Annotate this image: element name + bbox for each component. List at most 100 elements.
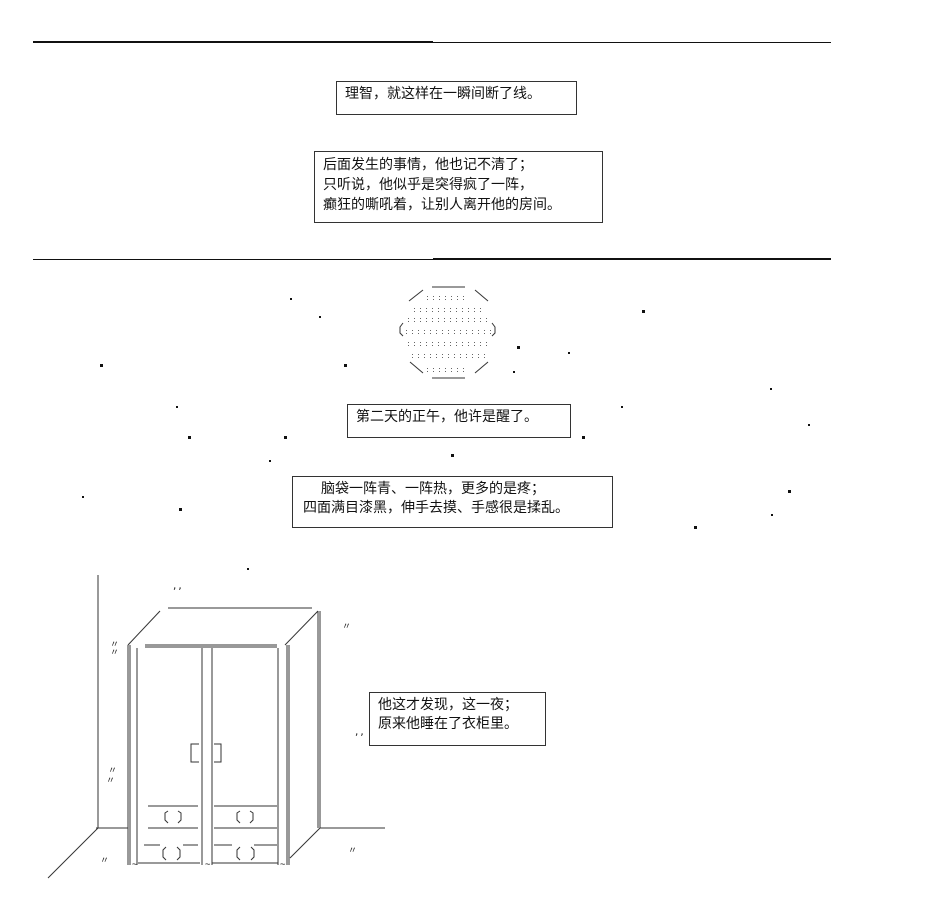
moon-dot (480, 318, 481, 319)
divider-mid-left (33, 259, 433, 260)
moon-dot (478, 357, 479, 358)
moon-dot (450, 311, 451, 312)
moon-dot (438, 345, 439, 346)
star (694, 526, 697, 529)
moon-dot (426, 318, 427, 319)
star (582, 436, 585, 439)
moon-dot (466, 333, 467, 334)
moon-dot (472, 357, 473, 358)
moon-dot (456, 342, 457, 343)
moon-dot (439, 371, 440, 372)
moon-dot (427, 371, 428, 372)
moon-dot (436, 330, 437, 331)
moon-dot (430, 333, 431, 334)
moon-dot (462, 308, 463, 309)
narration-line: 只听说，他似乎是突得疯了一阵， (323, 177, 533, 193)
moon-dot (438, 321, 439, 322)
moon-dot (463, 299, 464, 300)
moon-dot (474, 308, 475, 309)
moon-dot (450, 308, 451, 309)
moon-dot (486, 318, 487, 319)
moon-dot (466, 354, 467, 355)
moon-dot (450, 345, 451, 346)
star (176, 406, 178, 408)
moon-dot (433, 296, 434, 297)
moon-dot (444, 318, 445, 319)
ascii-mark: ~ (132, 860, 138, 870)
moon-dot (478, 333, 479, 334)
star (290, 298, 292, 300)
moon-dot (418, 354, 419, 355)
moon-dot (438, 311, 439, 312)
moon-dot (412, 330, 413, 331)
narration-line: 脑袋一阵青、一阵热，更多的是疼； (321, 481, 545, 497)
moon-dot (472, 354, 473, 355)
moon-dot (408, 342, 409, 343)
star (100, 364, 103, 367)
star (284, 436, 287, 439)
moon-dot (468, 308, 469, 309)
narration-line: 第二天的正午，他许是醒了。 (356, 409, 538, 425)
star (568, 352, 570, 354)
moon-dot (426, 308, 427, 309)
moon-dot (474, 311, 475, 312)
moon-dot (445, 296, 446, 297)
moon-dot (444, 308, 445, 309)
moon-dot (466, 357, 467, 358)
narration-box-5: 他这才发现，这一夜； 原来他睡在了衣柜里。 (369, 692, 546, 746)
moon-dot (480, 342, 481, 343)
moon-dot (444, 311, 445, 312)
moon-dot (450, 342, 451, 343)
star (451, 454, 454, 457)
moon-dot (444, 321, 445, 322)
moon-dot (456, 318, 457, 319)
moon-dot (468, 321, 469, 322)
star (621, 406, 623, 408)
moon-dot (420, 321, 421, 322)
moon-dot (432, 345, 433, 346)
star (642, 310, 645, 313)
narration-box-2: 后面发生的事情，他也记不清了； 只听说，他似乎是突得疯了一阵， 癫狂的嘶吼着，让… (314, 151, 603, 223)
moon-dot (486, 342, 487, 343)
ascii-mark: 〃 (100, 856, 110, 866)
moon-dot (414, 311, 415, 312)
ascii-mark: 〃 (342, 622, 352, 632)
moon-dot (433, 371, 434, 372)
moon-dot (420, 318, 421, 319)
ascii-mark: ~ (205, 860, 211, 870)
moon-dot (451, 299, 452, 300)
moon-dot (427, 368, 428, 369)
moon-dot (427, 296, 428, 297)
moon-dot (424, 357, 425, 358)
moon-dot (454, 354, 455, 355)
ascii-mark: 〃 (110, 648, 120, 658)
moon-dot (420, 311, 421, 312)
moon-dot (486, 321, 487, 322)
moon-dot (412, 354, 413, 355)
moon-dot (439, 299, 440, 300)
moon-dot (480, 345, 481, 346)
narration-line: 原来他睡在了衣柜里。 (378, 716, 518, 732)
moon-dot (438, 308, 439, 309)
moon-dot (456, 308, 457, 309)
moon-dot (432, 311, 433, 312)
narration-box-3: 第二天的正午，他许是醒了。 (347, 404, 571, 438)
moon-dot (456, 321, 457, 322)
moon-dot (468, 311, 469, 312)
moon-dot (418, 330, 419, 331)
moon-dot (468, 318, 469, 319)
moon-dot (463, 371, 464, 372)
moon-dot (433, 368, 434, 369)
moon-dot (436, 333, 437, 334)
moon-dot (457, 296, 458, 297)
moon-dot (460, 354, 461, 355)
ascii-mark: ~ (280, 860, 286, 870)
star (771, 514, 773, 516)
moon-dot (418, 357, 419, 358)
moon-dot (456, 345, 457, 346)
moon-dot (412, 333, 413, 334)
moon-dot (408, 321, 409, 322)
moon-dot (430, 354, 431, 355)
narration-line: 理智，就这样在一瞬间断了线。 (345, 86, 541, 102)
